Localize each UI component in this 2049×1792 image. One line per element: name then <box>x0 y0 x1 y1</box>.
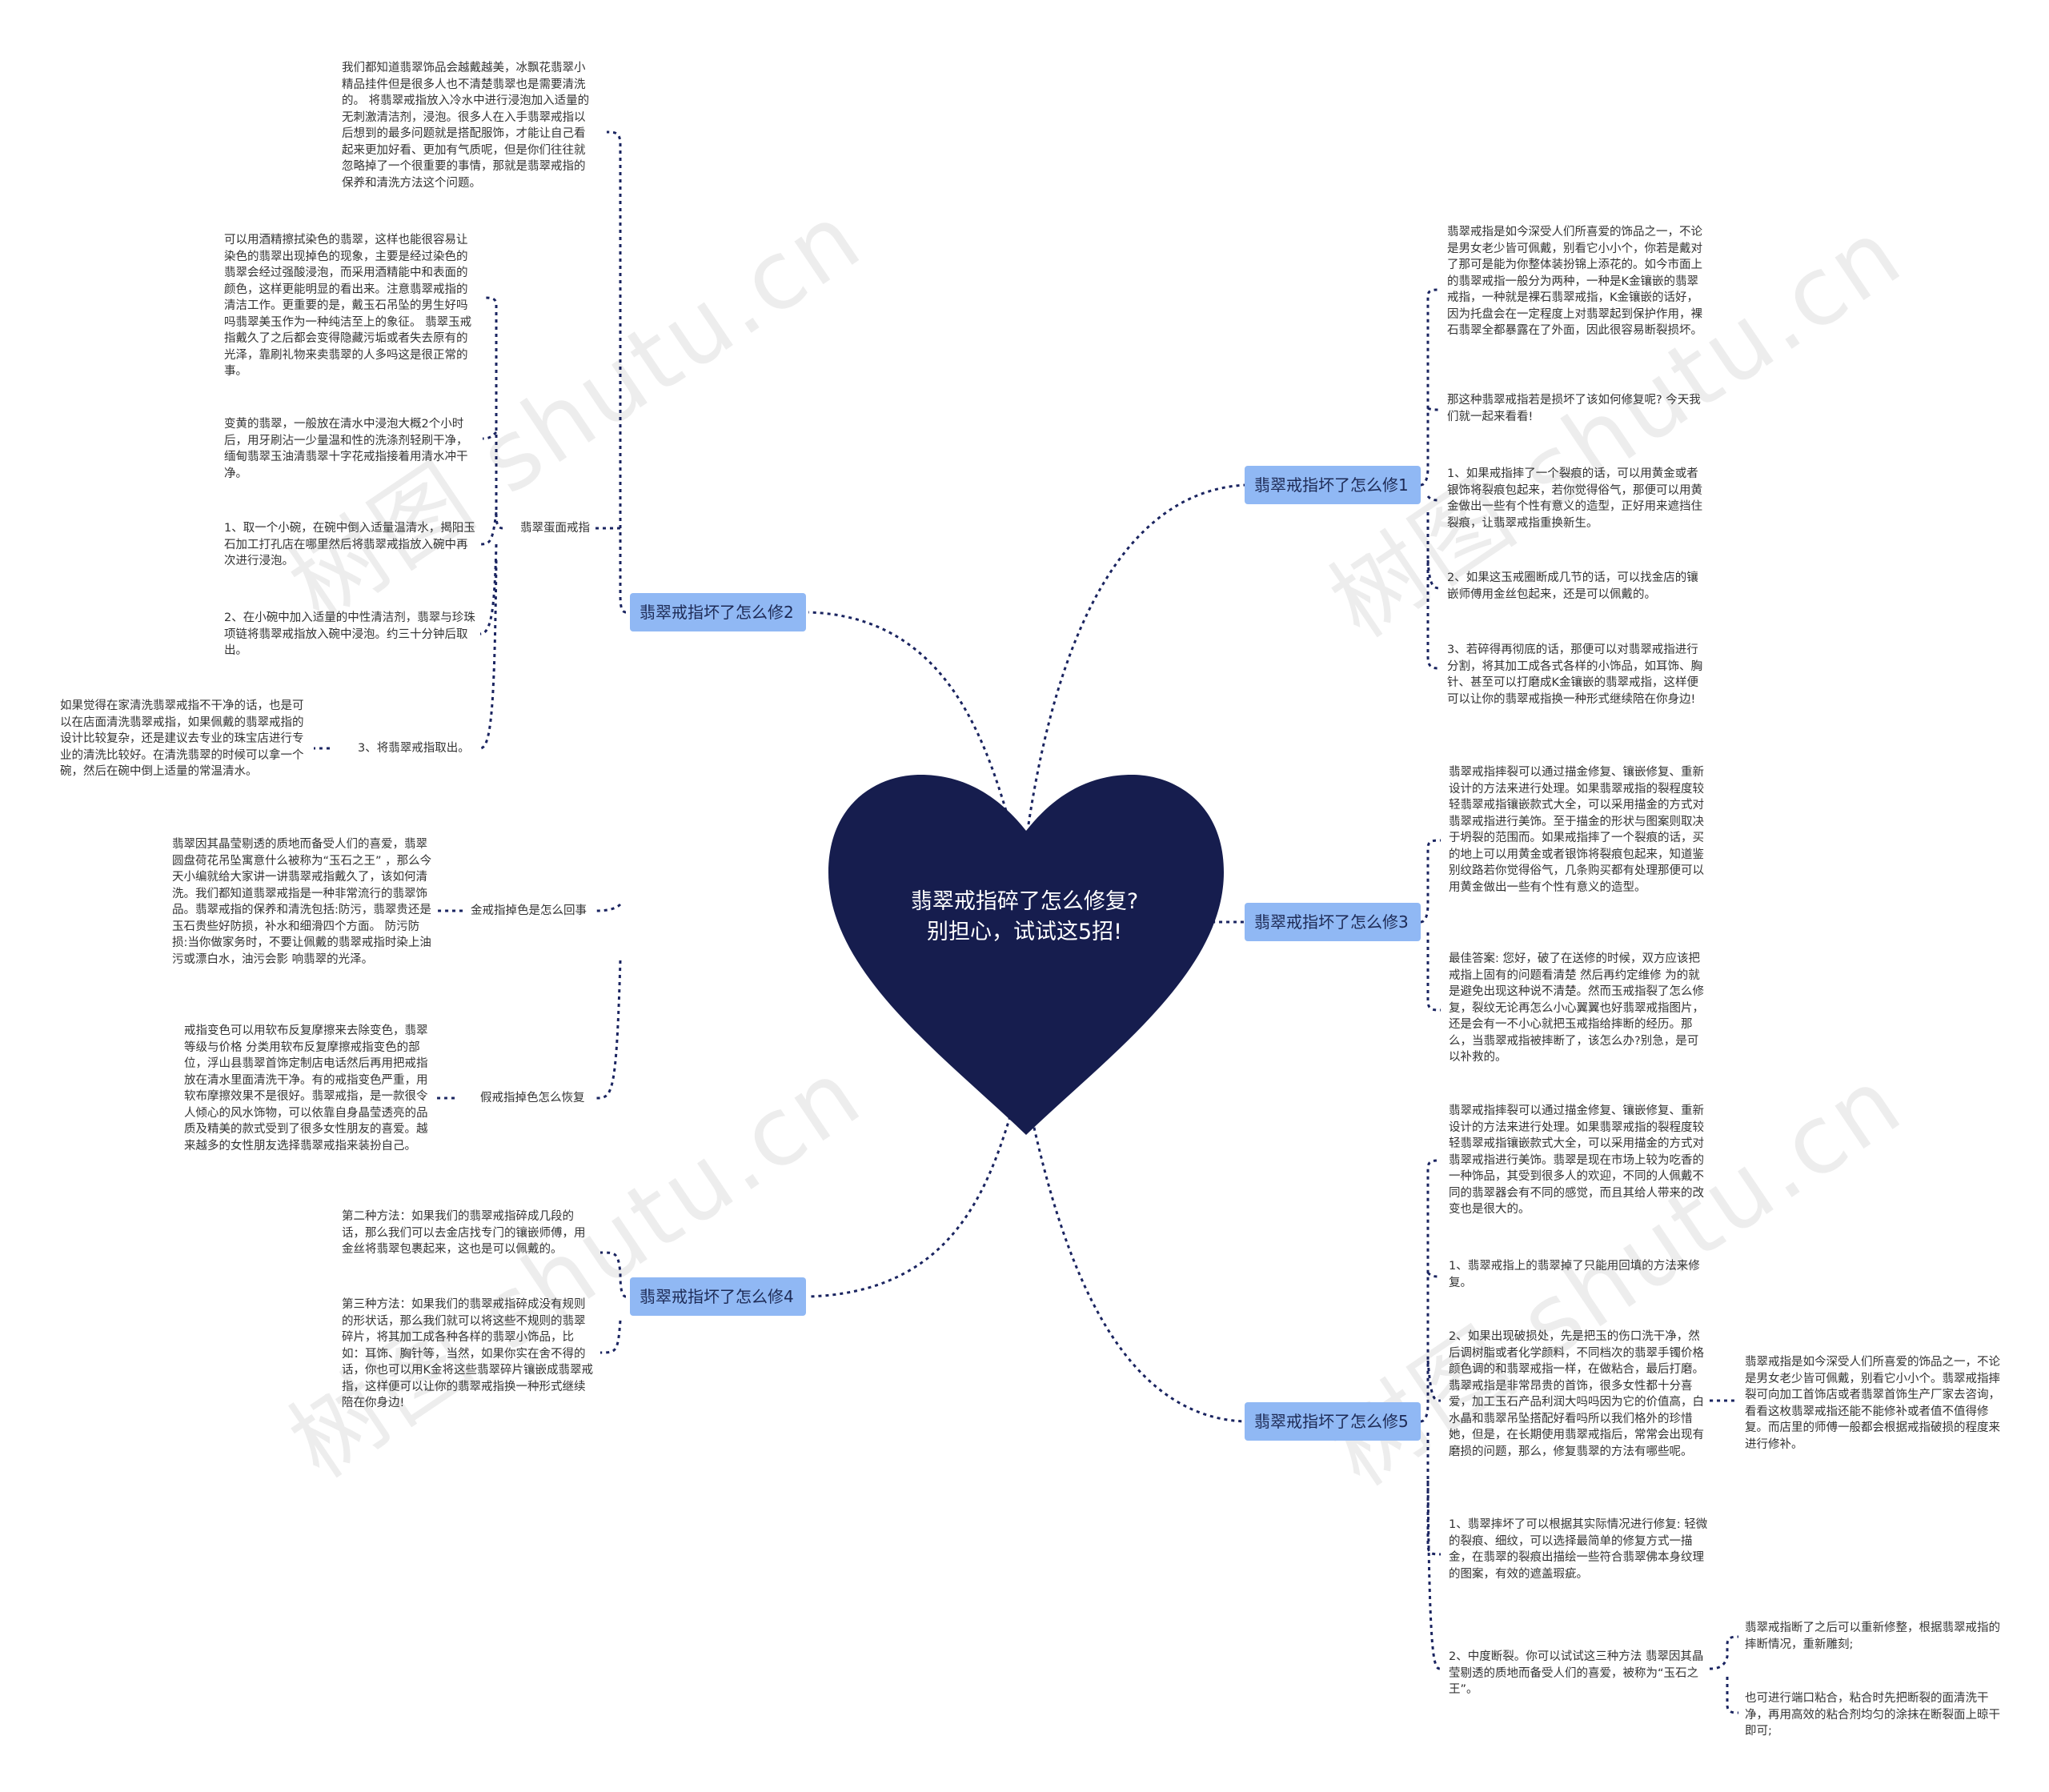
sub-node-step3[interactable]: 3、将翡翠戒指取出。 <box>358 742 470 755</box>
branch-node-4[interactable]: 翡翠戒指坏了怎么修4 <box>630 1277 806 1316</box>
leaf-text: 1、翡翠摔坏了可以根据其实际情况进行修复: 轻微的裂痕、细纹，可以选择最简单的修… <box>1449 1518 1708 1581</box>
leaf-text: 1、翡翠戒指上的翡翠掉了只能用回填的方法来修复。 <box>1449 1260 1700 1289</box>
branch-node-1[interactable]: 翡翠戒指坏了怎么修1 <box>1245 466 1421 504</box>
branch-node-2[interactable]: 翡翠戒指坏了怎么修2 <box>630 593 806 631</box>
leaf-text: 2、在小碗中加入适量的中性清洁剂，翡翠与珍珠项链将翡翠戒指放入碗中浸泡。约三十分… <box>224 611 475 657</box>
branch-node-3[interactable]: 翡翠戒指坏了怎么修3 <box>1245 903 1421 941</box>
leaf-text: 3、若碎得再彻底的话，那便可以对翡翠戒指进行分割，将其加工成各式各样的小饰品，如… <box>1447 643 1702 706</box>
leaf-text: 第二种方法：如果我们的翡翠戒指碎成几段的话，那么我们可以去金店找专门的镶嵌师傅，… <box>342 1210 586 1256</box>
leaf-text: 翡翠戒指是如今深受人们所喜爱的饰品之一，不论是男女老少皆可佩戴，别看它小小个。翡… <box>1745 1356 2000 1451</box>
leaf-text: 翡翠因其晶莹剔透的质地而备受人们的喜爱，翡翠圆盘荷花吊坠寓意什么被称为“玉石之王… <box>172 838 432 966</box>
leaf-text: 2、如果出现破损处，先是把玉的伤口洗干净，然后调树脂或者化学颜料，不同档次的翡翠… <box>1449 1330 1704 1458</box>
central-heart-shape <box>828 775 1224 1135</box>
leaf-text: 1、如果戒指摔了一个裂痕的话，可以用黄金或者银饰将裂痕包起来，若你觉得俗气，那便… <box>1447 467 1702 530</box>
sub-node-fake-fade[interactable]: 假戒指掉色怎么恢复 <box>480 1092 585 1104</box>
sub-node-egg-ring[interactable]: 翡翠蛋面戒指 <box>520 522 590 535</box>
leaf-text: 2、中度断裂。你可以试试这三种方法 翡翠因其晶莹剔透的质地而备受人们的喜爱，被称… <box>1449 1650 1704 1696</box>
leaf-text: 翡翠戒指是如今深受人们所喜爱的饰品之一，不论是男女老少皆可佩戴，别看它小小个，你… <box>1447 226 1702 337</box>
leaf-text: 那这种翡翠戒指若是损坏了该如何修复呢? 今天我们就一起来看看! <box>1447 394 1701 423</box>
central-topic-line2: 别担心，试试这5招! <box>926 920 1122 944</box>
leaf-text: 1、取一个小碗，在碗中倒入适量温清水，揭阳玉石加工打孔店在哪里然后将翡翠戒指放入… <box>224 522 475 567</box>
leaf-text: 也可进行端口粘合，粘合时先把断裂的面清洗干净，再用高效的粘合剂均匀的涂抹在断裂面… <box>1745 1692 2000 1738</box>
leaf-text: 如果觉得在家清洗翡翠戒指不干净的话，也是可以在店面清洗翡翠戒指，如果佩戴的翡翠戒… <box>60 700 304 778</box>
sub-node-gold-fade[interactable]: 金戒指掉色是怎么回事 <box>471 904 587 917</box>
leaf-text: 第三种方法：如果我们的翡翠戒指碎成没有规则的形状话，那么我们就可以将这些不规则的… <box>342 1298 594 1409</box>
leaf-text: 翡翠戒指断了之后可以重新修整，根据翡翠戒指的摔断情况，重新雕刻; <box>1745 1622 2000 1651</box>
leaf-text: 我们都知道翡翠饰品会越戴越美，冰飘花翡翠小精品挂件但是很多人也不清楚翡翠也是需要… <box>342 62 590 190</box>
central-topic[interactable]: 翡翠戒指碎了怎么修复? 别担心，试试这5招! <box>848 887 1201 948</box>
leaf-text: 戒指变色可以用软布反复摩擦来去除变色，翡翠等级与价格 分类用软布反复摩擦戒指变色… <box>184 1024 428 1153</box>
leaf-text: 可以用酒精擦拭染色的翡翠，这样也能很容易让染色的翡翠出现掉色的现象，主要是经过染… <box>224 234 472 378</box>
leaf-text: 最佳答案: 您好，破了在送修的时候，双方应该把戒指上固有的问题看清楚 然后再约定… <box>1449 952 1704 1064</box>
leaf-text: 翡翠戒指摔裂可以通过描金修复、镶嵌修复、重新设计的方法来进行处理。如果翡翠戒指的… <box>1449 1104 1704 1216</box>
leaf-text: 变黄的翡翠，一般放在清水中浸泡大概2个小时后，用牙刷沾一少量温和性的洗涤剂轻刷干… <box>224 418 468 480</box>
leaf-text: 翡翠戒指摔裂可以通过描金修复、镶嵌修复、重新设计的方法来进行处理。如果翡翠戒指的… <box>1449 766 1704 894</box>
central-topic-line1: 翡翠戒指碎了怎么修复? <box>910 889 1139 914</box>
leaf-text: 2、如果这玉戒圈断成几节的话，可以找金店的镶嵌师傅用金丝包起来，还是可以佩戴的。 <box>1447 571 1698 601</box>
branch-node-5[interactable]: 翡翠戒指坏了怎么修5 <box>1245 1402 1421 1441</box>
